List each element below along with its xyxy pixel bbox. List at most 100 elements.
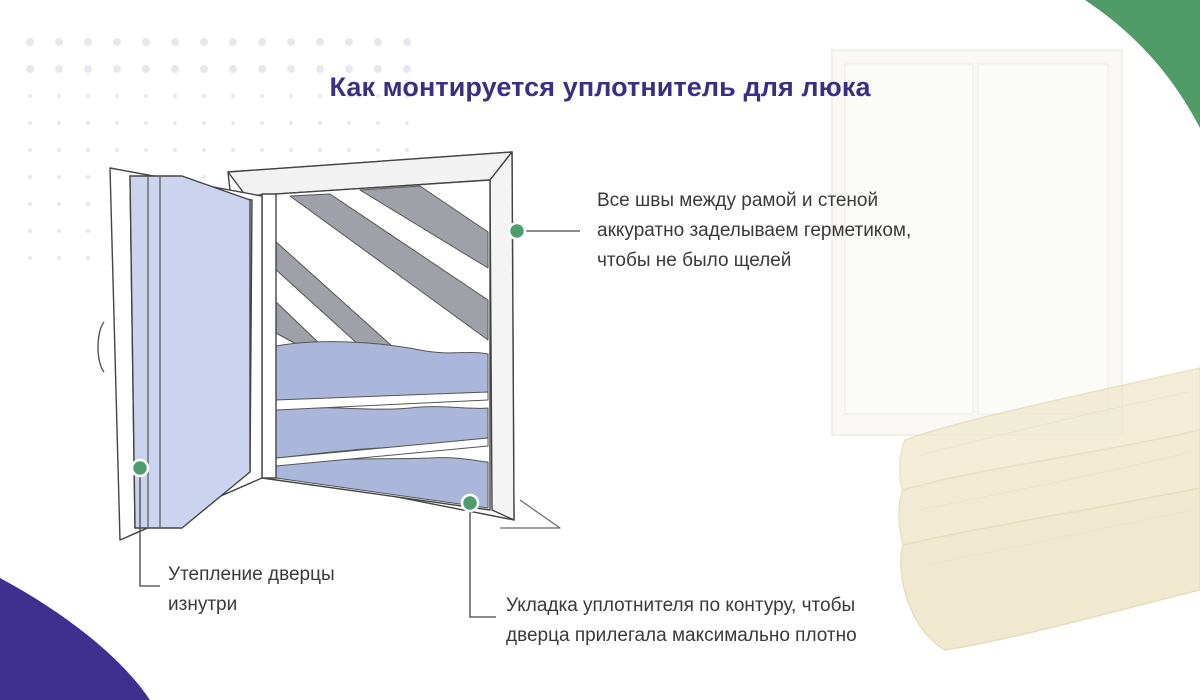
- grid-dot: [142, 38, 150, 46]
- grid-dot: [289, 148, 293, 152]
- grid-dot: [403, 38, 411, 46]
- grid-dot: [28, 256, 32, 260]
- callout-line: аккуратно заделываем герметиком,: [597, 220, 912, 241]
- marker-seams: [507, 221, 527, 241]
- grid-dot: [86, 175, 90, 179]
- grid-dot: [316, 38, 324, 46]
- grid-dot: [28, 175, 32, 179]
- grid-dot: [115, 148, 119, 152]
- grid-dot: [287, 65, 295, 73]
- grid-dot: [57, 202, 61, 206]
- grid-dot: [231, 121, 235, 125]
- grid-dot: [171, 38, 179, 46]
- grid-dot: [28, 202, 32, 206]
- grid-dot: [144, 121, 148, 125]
- callout-line: Все швы между рамой и стеной: [597, 190, 879, 211]
- grid-dot: [86, 229, 90, 233]
- grid-dot: [260, 148, 264, 152]
- callout-seams-text: Все швы между рамой и стеной аккуратно з…: [597, 186, 1037, 276]
- callout-markers: [130, 221, 527, 513]
- grid-dot: [289, 121, 293, 125]
- grid-dot: [86, 256, 90, 260]
- leader-seal: [469, 503, 496, 618]
- grid-dot: [86, 121, 90, 125]
- grid-dot: [287, 38, 295, 46]
- grid-dot: [318, 148, 322, 152]
- grid-dot: [57, 175, 61, 179]
- callout-door-insulation-text: Утепление дверцы изнутри: [168, 560, 468, 620]
- grid-dot: [316, 65, 324, 73]
- grid-dot: [28, 121, 32, 125]
- callout-leaders: [139, 230, 580, 618]
- attic-hatch-illustration: [97, 151, 561, 541]
- grid-dot: [231, 94, 235, 98]
- grid-dot: [318, 94, 322, 98]
- grid-dot: [374, 38, 382, 46]
- grid-dot: [55, 65, 63, 73]
- grid-dot: [345, 38, 353, 46]
- grid-dot: [376, 148, 380, 152]
- grid-dot: [202, 94, 206, 98]
- grid-dot: [28, 94, 32, 98]
- grid-dot: [229, 38, 237, 46]
- corner-purple-shape: [0, 578, 150, 700]
- grid-dot: [345, 65, 353, 73]
- grid-dot: [260, 121, 264, 125]
- grid-dot: [55, 38, 63, 46]
- callout-seal-contour-text: Укладка уплотнителя по контуру, чтобы дв…: [506, 591, 1026, 651]
- page-title: Как монтируется уплотнитель для люка: [329, 72, 871, 102]
- callout-line: дверца прилегала максимально плотно: [506, 625, 857, 646]
- grid-dot: [258, 38, 266, 46]
- grid-dot: [173, 148, 177, 152]
- grid-dot: [57, 256, 61, 260]
- grid-dot: [260, 94, 264, 98]
- grid-dot: [347, 148, 351, 152]
- grid-dot: [86, 94, 90, 98]
- grid-dot: [57, 121, 61, 125]
- grid-dot: [26, 38, 34, 46]
- mineral-wool-slabs-image: [898, 367, 1200, 651]
- callout-line: изнутри: [168, 594, 238, 615]
- grid-dot: [171, 65, 179, 73]
- grid-dot: [26, 65, 34, 73]
- grid-dot: [144, 94, 148, 98]
- grid-dot: [86, 202, 90, 206]
- corner-green-shape: [1085, 0, 1200, 128]
- grid-dot: [403, 65, 411, 73]
- grid-dot: [115, 94, 119, 98]
- grid-dot: [318, 121, 322, 125]
- callout-line: Укладка уплотнителя по контуру, чтобы: [506, 595, 856, 616]
- grid-dot: [289, 94, 293, 98]
- grid-dot: [84, 38, 92, 46]
- grid-dot: [202, 148, 206, 152]
- grid-dot: [229, 65, 237, 73]
- grid-dot: [200, 65, 208, 73]
- grid-dot: [347, 94, 351, 98]
- grid-dot: [347, 121, 351, 125]
- callout-line: чтобы не было щелей: [597, 250, 792, 271]
- grid-dot: [376, 94, 380, 98]
- grid-dot: [200, 38, 208, 46]
- marker-door: [130, 458, 150, 478]
- marker-seal: [460, 493, 480, 513]
- callout-line: Утепление дверцы: [168, 564, 335, 585]
- grid-dot: [115, 121, 119, 125]
- grid-dot: [173, 121, 177, 125]
- grid-dot: [142, 65, 150, 73]
- grid-dot: [231, 148, 235, 152]
- grid-dot: [258, 65, 266, 73]
- leader-door: [139, 468, 160, 587]
- grid-dot: [113, 65, 121, 73]
- grid-dot: [57, 94, 61, 98]
- grid-dot: [405, 121, 409, 125]
- grid-dot: [113, 38, 121, 46]
- grid-dot: [376, 121, 380, 125]
- grid-dot: [374, 65, 382, 73]
- grid-dot: [144, 148, 148, 152]
- grid-dot: [57, 148, 61, 152]
- grid-dot: [405, 148, 409, 152]
- grid-dot: [28, 229, 32, 233]
- grid-dot: [173, 94, 177, 98]
